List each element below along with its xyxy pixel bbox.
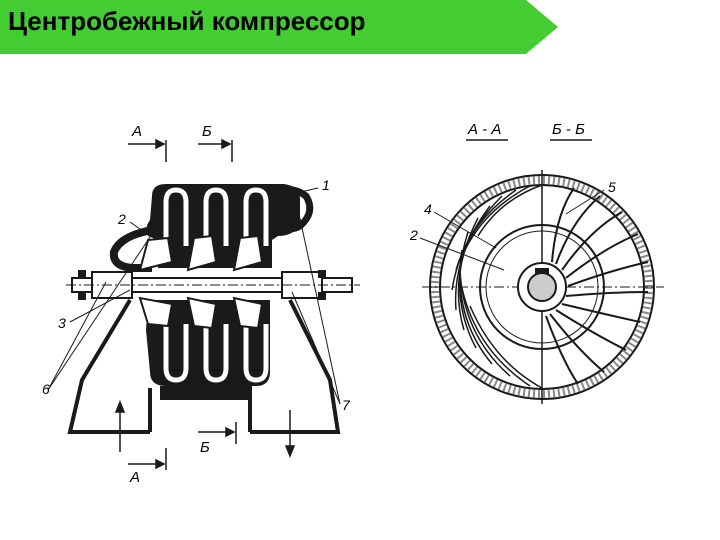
cross-callout-2: 2 xyxy=(409,227,418,243)
side-view: А Б А Б 1 2 3 6 7 xyxy=(42,123,360,486)
callout-7: 7 xyxy=(342,397,351,413)
callout-3: 3 xyxy=(58,315,66,331)
suction-inlet xyxy=(109,226,153,272)
discharge-volute xyxy=(271,186,314,233)
title-banner xyxy=(0,0,558,54)
section-b-bottom-label: Б xyxy=(200,439,210,456)
callout-2: 2 xyxy=(117,211,126,227)
diffuser-vanes xyxy=(451,184,543,389)
cross-section-view: А - А Б - Б xyxy=(409,121,664,404)
section-a-bottom-label: А xyxy=(129,469,140,486)
callout-6: 6 xyxy=(42,381,50,397)
section-bb-title: Б - Б xyxy=(552,121,585,138)
cross-callout-4: 4 xyxy=(424,201,432,217)
section-aa-title: А - А xyxy=(467,121,501,138)
impeller-blades xyxy=(545,187,649,385)
callout-1: 1 xyxy=(322,177,330,193)
page-title: Центробежный компрессор xyxy=(8,6,366,36)
section-a-top-label: А xyxy=(131,123,142,140)
section-b-top-label: Б xyxy=(202,123,212,140)
cross-callout-5: 5 xyxy=(608,179,616,195)
